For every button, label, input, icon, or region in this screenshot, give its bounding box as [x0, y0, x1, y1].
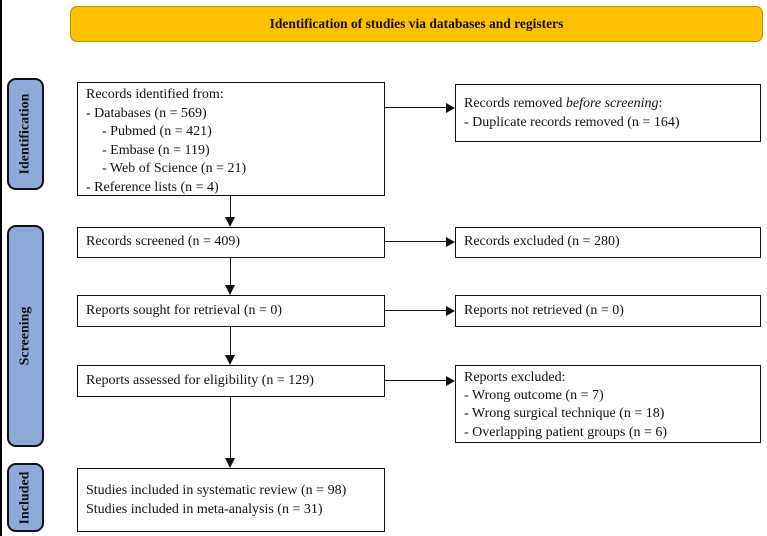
box-line: Studies included in systematic review (n…: [86, 482, 347, 498]
box-reports-excluded: Reports excluded: - Wrong outcome (n = 7…: [455, 365, 761, 443]
phase-banner-title: Identification of studies via databases …: [269, 16, 564, 31]
stage-included: Included: [7, 463, 44, 532]
arrow-assessed-to-included: [224, 397, 238, 468]
stage-included-label: Included: [17, 471, 33, 524]
box-line: Reports excluded:: [464, 370, 566, 385]
box-line: Records identified from:: [86, 87, 224, 102]
box-line: - Web of Science (n = 21): [102, 161, 247, 176]
emphasized-text: before screening: [565, 96, 659, 111]
box-line: - Wrong outcome (n = 7): [464, 388, 604, 404]
arrow-screened-to-sought: [224, 258, 238, 295]
box-reports-not-retrieved: Reports not retrieved (n = 0): [455, 295, 761, 327]
stage-identification-label: Identification: [17, 93, 33, 175]
box-line: Records excluded (n = 280): [464, 234, 620, 250]
box-records-identified: Records identified from: - Databases (n …: [77, 82, 385, 196]
box-line: - Pubmed (n = 421): [102, 124, 212, 139]
stage-screening-label: Screening: [17, 306, 33, 366]
box-reports-sought: Reports sought for retrieval (n = 0): [77, 295, 385, 327]
box-line: - Duplicate records removed (n = 164): [464, 115, 680, 130]
box-line: Studies included in meta-analysis (n = 3…: [86, 502, 323, 517]
box-line: - Reference lists (n = 4): [86, 179, 219, 195]
arrow-screened-to-excluded: [385, 236, 455, 248]
stage-screening: Screening: [7, 225, 44, 447]
box-line: Reports sought for retrieval (n = 0): [86, 302, 283, 318]
box-line: Reports not retrieved (n = 0): [464, 302, 624, 318]
phase-banner: Identification of studies via databases …: [70, 6, 763, 42]
box-records-removed: Records removed before screening: - Dupl…: [455, 84, 761, 142]
arrow-identified-to-removed: [385, 102, 455, 114]
box-records-screened: Records screened (n = 409): [77, 227, 385, 258]
box-line: Reports assessed for eligibility (n = 12…: [86, 372, 314, 388]
box-line: Records screened (n = 409): [86, 234, 241, 250]
arrow-sought-to-not-retrieved: [385, 305, 455, 317]
arrow-identified-to-screened: [224, 196, 238, 227]
box-line: - Overlapping patient groups (n = 6): [464, 424, 668, 440]
arrow-sought-to-assessed: [224, 327, 238, 365]
arrow-assessed-to-excluded: [385, 375, 455, 387]
box-line: - Embase (n = 119): [102, 142, 210, 158]
box-studies-included: Studies included in systematic review (n…: [77, 468, 385, 532]
box-records-excluded: Records excluded (n = 280): [455, 227, 761, 258]
box-reports-assessed: Reports assessed for eligibility (n = 12…: [77, 365, 385, 397]
figure-left-edge: [0, 0, 2, 536]
box-line: - Databases (n = 569): [86, 105, 207, 121]
box-line: - Wrong surgical technique (n = 18): [464, 406, 665, 422]
stage-identification: Identification: [7, 78, 44, 190]
box-line: Records removed before screening:: [464, 96, 663, 111]
